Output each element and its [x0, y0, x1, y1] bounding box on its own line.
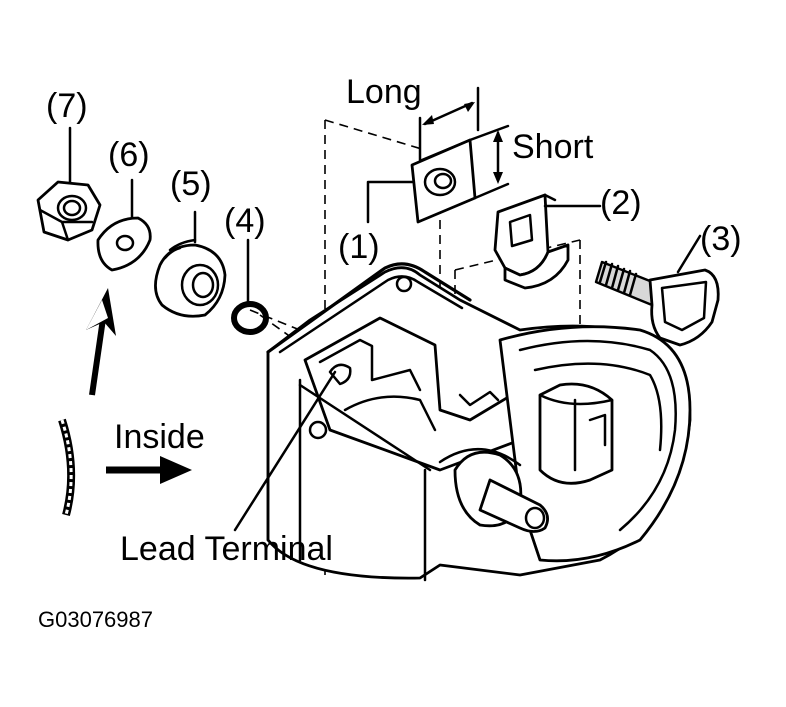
part-1-plate	[410, 138, 477, 224]
leader-part-1	[366, 180, 414, 224]
right-arrow-inside	[106, 456, 192, 484]
short-dimension	[468, 124, 510, 200]
label-part-1: (1)	[338, 228, 380, 266]
label-part-3: (3)	[700, 220, 742, 258]
leader-lead-terminal	[233, 370, 337, 532]
label-lead-terminal: Lead Terminal	[120, 530, 333, 568]
label-short: Short	[512, 128, 594, 166]
label-part-7: (7)	[46, 87, 88, 125]
part-7-hex-nut	[36, 126, 102, 242]
label-long: Long	[346, 73, 422, 111]
part-2-bracket	[493, 193, 602, 290]
part-3-bolt	[594, 234, 720, 347]
label-part-6: (6)	[108, 136, 150, 174]
up-arrow	[86, 288, 116, 396]
label-part-5: (5)	[170, 165, 212, 203]
wire-section	[58, 418, 76, 517]
part-4-o-ring	[231, 238, 269, 335]
label-part-4: (4)	[224, 202, 266, 240]
label-inside: Inside	[114, 418, 205, 456]
label-part-2: (2)	[600, 184, 642, 222]
figure-code: G03076987	[38, 607, 153, 632]
housing	[249, 119, 692, 582]
long-dimension	[418, 86, 480, 162]
part-6-washer	[96, 178, 152, 272]
part-5-grommet	[154, 210, 227, 318]
